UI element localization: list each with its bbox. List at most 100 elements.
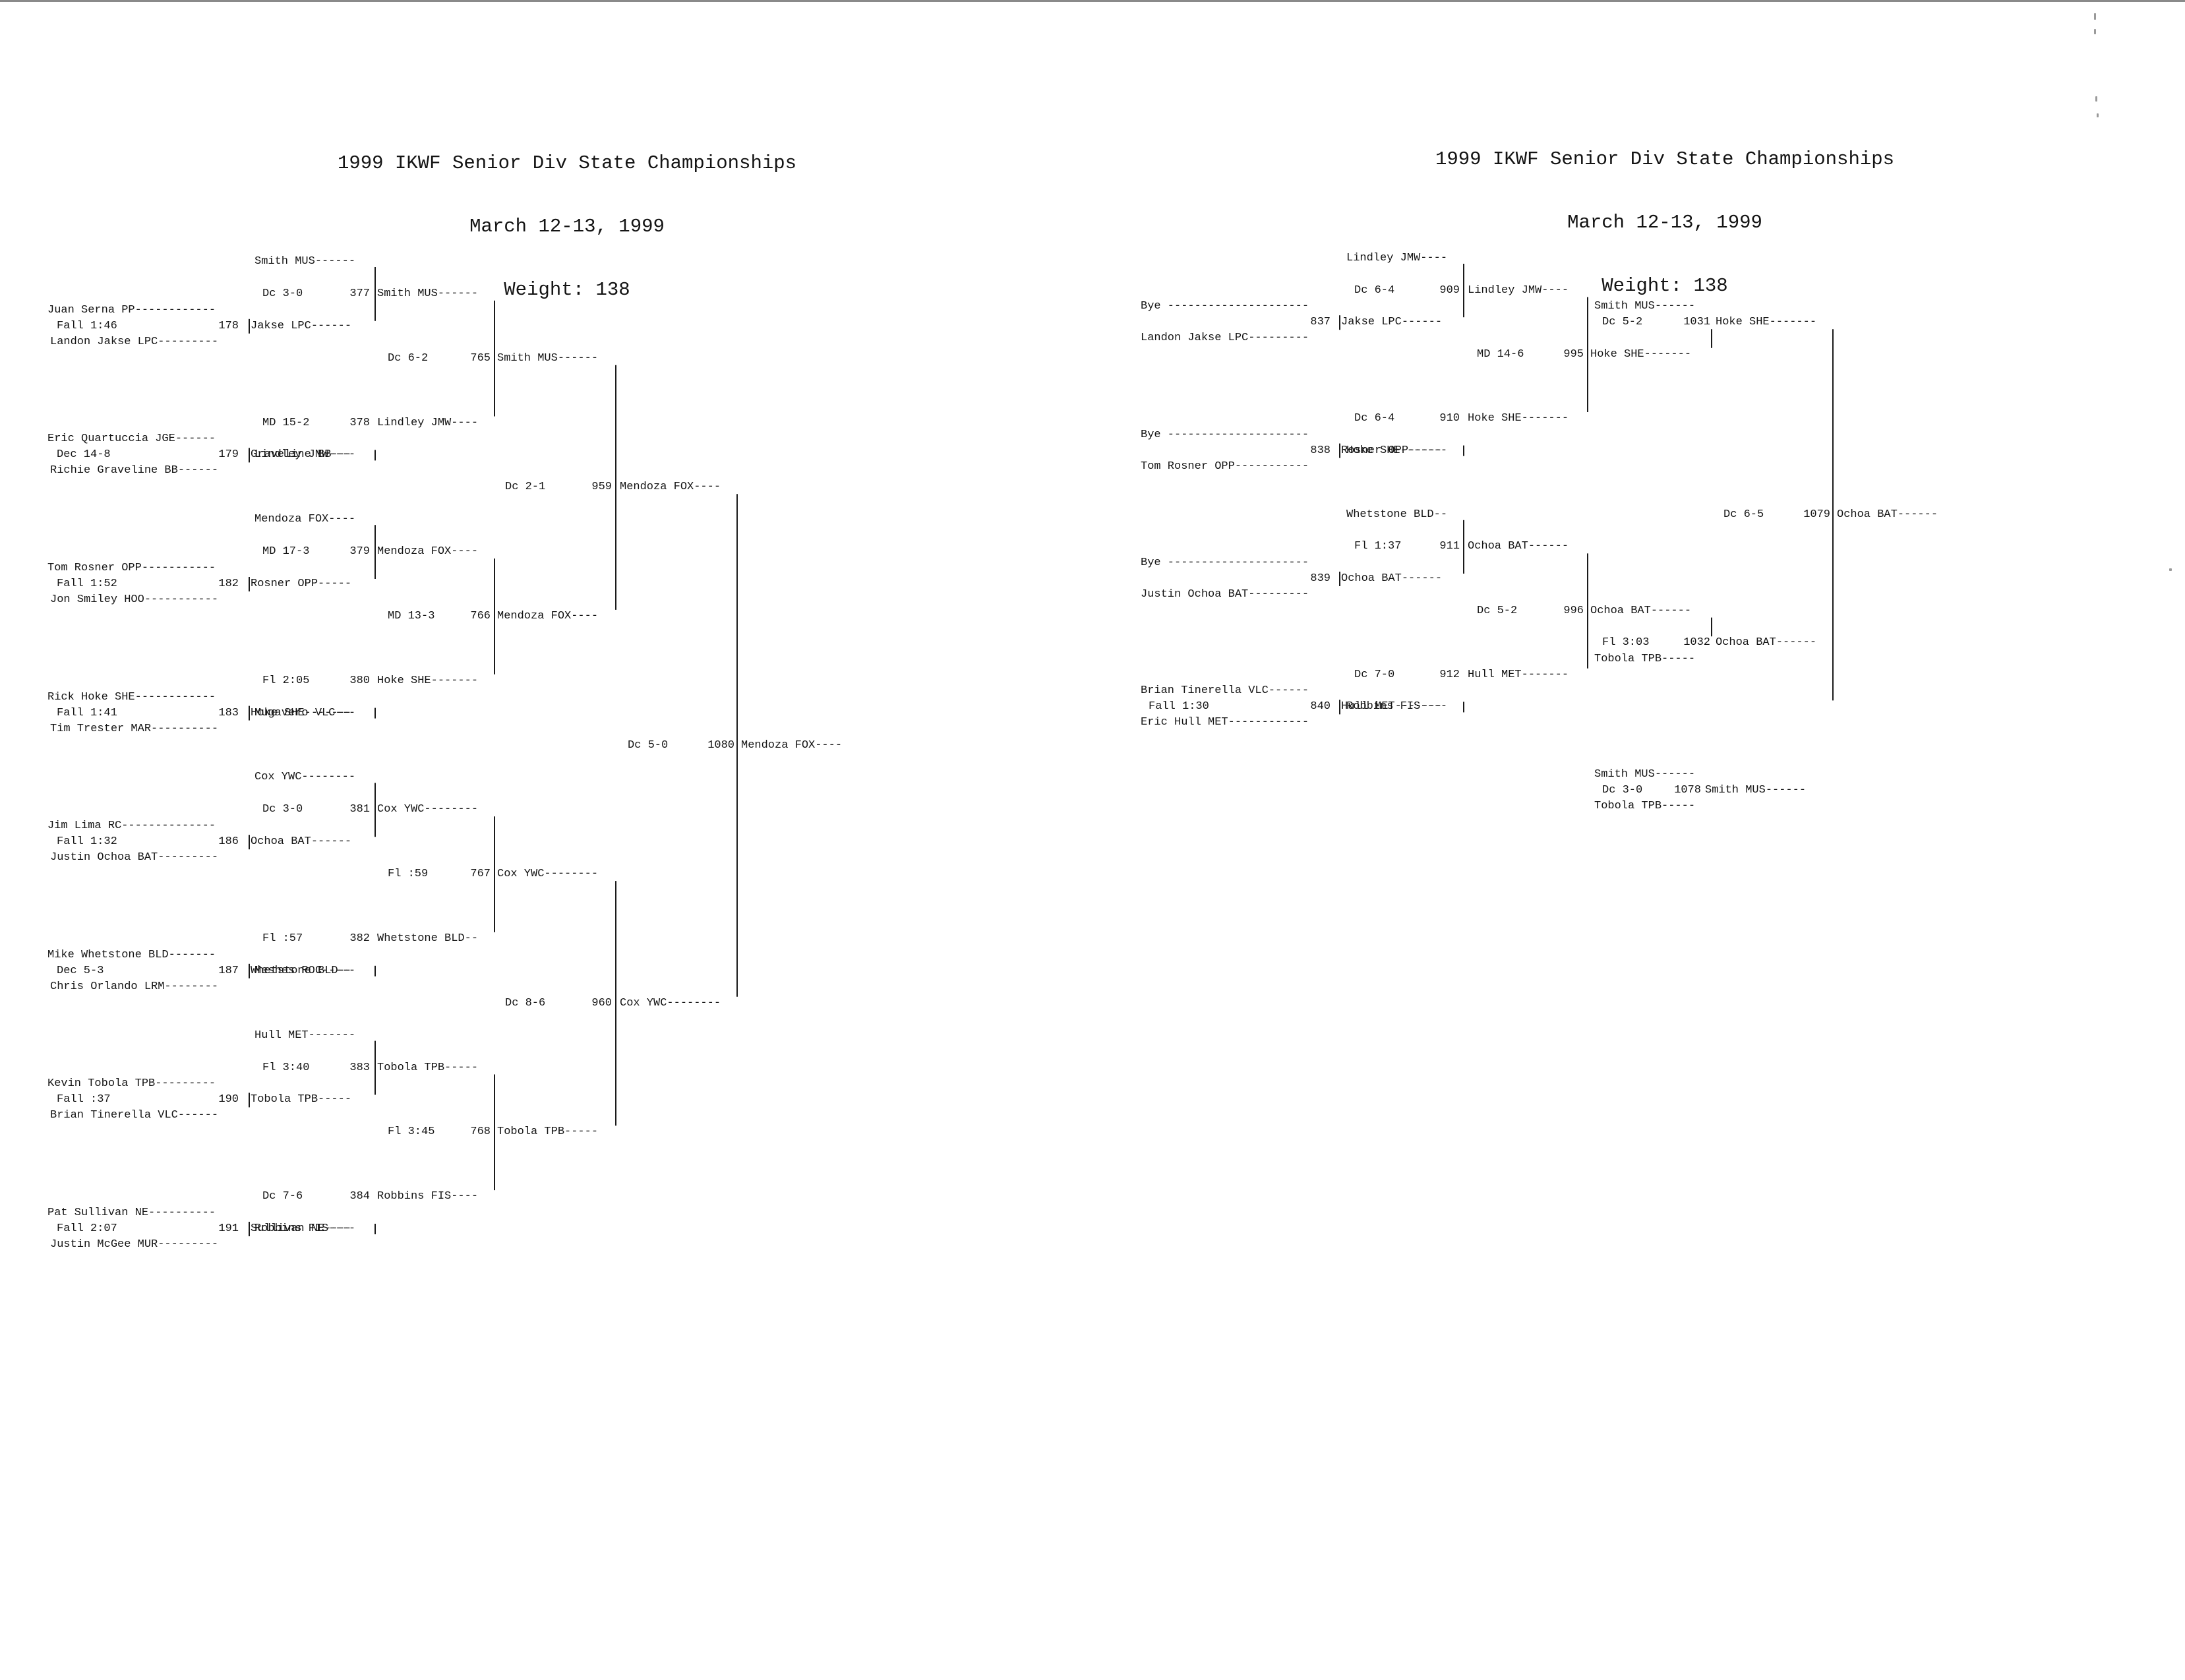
competitor-name: Mike Whetstone BLD------- — [47, 948, 216, 961]
competitor-name: Kevin Tobola TPB--------- — [47, 1077, 216, 1091]
match-winner: Rosner OPP----- — [1341, 444, 1443, 457]
seeded-competitor: Mendoza FOX---- — [254, 513, 356, 526]
seeded-competitor: Meshes ROC----- — [254, 964, 356, 977]
bout-number: 191 — [218, 1222, 239, 1235]
match-winner: Graveline BB--- — [251, 448, 352, 462]
competitor-name: Brian Tinerella VLC------ — [50, 1109, 219, 1122]
bout-number: 378 — [349, 416, 370, 429]
match-result: Dec 5-3 — [57, 964, 104, 977]
bout-number: 1079 — [1803, 508, 1830, 521]
match-result: Dc 3-0 — [262, 803, 303, 816]
match-winner: Mendoza FOX---- — [620, 481, 721, 494]
competitor-name: Bye --------------------- — [1141, 556, 1309, 569]
match-winner: Hoke SHE------- — [1590, 347, 1692, 361]
bout-number: 766 — [470, 609, 491, 622]
bout-number: 186 — [218, 835, 239, 849]
bout-number: 996 — [1563, 604, 1584, 617]
right-header: 1999 IKWF Senior Div State Championships… — [1381, 107, 1948, 318]
match-result: Dc 3-0 — [262, 287, 303, 300]
top-border — [0, 0, 2185, 2]
match-result: Dc 8-6 — [505, 996, 546, 1009]
seeded-competitor: Mugavero VLC--- — [254, 706, 356, 719]
match-winner: Lindley JMW---- — [1468, 284, 1569, 297]
bout-number: 1032 — [1683, 636, 1710, 649]
match-result: Fall 1:41 — [57, 706, 117, 719]
bout-number: 1078 — [1674, 783, 1701, 796]
match-winner: Hull MET------- — [1341, 700, 1443, 713]
left-header-dates: March 12-13, 1999 — [469, 216, 665, 237]
match-result: Fall 1:46 — [57, 319, 117, 332]
bout-number: 765 — [470, 351, 491, 365]
bout-number: 837 — [1310, 316, 1331, 329]
bout-number: 190 — [218, 1093, 239, 1106]
bout-number: 183 — [218, 706, 239, 719]
match-winner: Lindley JMW---- — [377, 416, 479, 429]
bout-number: 382 — [349, 932, 370, 945]
match-result: Dc 6-4 — [1354, 412, 1395, 425]
bout-number: 839 — [1310, 572, 1331, 585]
bout-number: 909 — [1439, 284, 1460, 297]
match-result: Dc 5-0 — [628, 738, 669, 752]
bout-number: 838 — [1310, 444, 1331, 457]
match-winner: Hoke SHE------- — [251, 706, 352, 719]
bout-number: 912 — [1439, 668, 1460, 681]
competitor-name: Tim Trester MAR---------- — [50, 722, 219, 735]
match-winner: Hull MET------- — [1468, 668, 1569, 681]
competitor-name: Landon Jakse LPC--------- — [50, 335, 219, 348]
match-winner: Cox YWC-------- — [620, 996, 721, 1009]
seeded-competitor: Robbins FIS---- — [254, 1222, 356, 1235]
match-winner: Mendoza FOX---- — [741, 738, 843, 752]
bout-number: 384 — [349, 1190, 370, 1203]
match-result: Dc 5-2 — [1477, 604, 1518, 617]
bout-number: 182 — [218, 578, 239, 590]
competitor-name: Brian Tinerella VLC------ — [1141, 684, 1309, 698]
match-result: Dc 3-0 — [1602, 783, 1643, 796]
competitor-name: Justin McGee MUR--------- — [50, 1238, 219, 1251]
match-winner: Mendoza FOX---- — [497, 609, 599, 622]
match-winner: Hoke SHE------- — [1716, 316, 1817, 329]
match-result: Fl 1:37 — [1354, 540, 1402, 553]
bout-number: 768 — [470, 1125, 491, 1139]
match-winner: Robbins FIS---- — [377, 1190, 479, 1203]
competitor-name: Chris Orlando LRM-------- — [50, 980, 219, 993]
match-winner: Jakse LPC------ — [251, 319, 352, 332]
match-winner: Tobola TPB----- — [377, 1061, 479, 1074]
match-winner: Tobola TPB----- — [251, 1093, 352, 1106]
match-result: Dc 7-0 — [1354, 668, 1395, 681]
match-winner: Hoke SHE------- — [1468, 412, 1569, 425]
seeded-competitor: Smith MUS------ — [254, 255, 356, 268]
competitor-name: Juan Serna PP------------ — [47, 303, 216, 316]
match-result: Dc 6-2 — [388, 351, 429, 365]
bout-number: 911 — [1439, 540, 1460, 553]
bout-number: 383 — [349, 1061, 370, 1074]
match-winner: Ochoa BAT------ — [251, 835, 352, 849]
match-result: MD 17-3 — [262, 545, 310, 558]
match-winner: Rosner OPP----- — [251, 578, 352, 590]
competitor-name: Eric Quartuccia JGE------ — [47, 433, 216, 446]
match-winner: Hoke SHE------- — [377, 674, 479, 687]
match-winner: Cox YWC-------- — [377, 803, 479, 816]
bout-number: 179 — [218, 448, 239, 462]
competitor-name: Bye --------------------- — [1141, 300, 1309, 313]
bout-number: 960 — [591, 996, 612, 1009]
competitor-name: Rick Hoke SHE------------ — [47, 690, 216, 704]
match-result: Fall 2:07 — [57, 1222, 117, 1235]
scan-speck — [2094, 29, 2096, 34]
seeded-competitor: Lindley JMW---- — [1346, 252, 1448, 264]
seeded-competitor: Lindley JMW---- — [254, 448, 356, 462]
match-winner: Mendoza FOX---- — [377, 545, 479, 558]
scan-speck — [2097, 113, 2099, 117]
bout-number: 959 — [591, 481, 612, 494]
match-winner: Tobola TPB----- — [497, 1125, 599, 1139]
bout-number: 1080 — [707, 738, 734, 752]
seeded-competitor: Cox YWC-------- — [254, 771, 356, 784]
match-winner: Sullivan NE---- — [251, 1222, 352, 1235]
match-result: Fall 1:30 — [1149, 700, 1209, 713]
scan-speck — [2095, 96, 2097, 102]
match-winner: Ochoa BAT------ — [1716, 636, 1817, 649]
competitor-name: Landon Jakse LPC--------- — [1141, 332, 1309, 345]
match-winner: Ochoa BAT------ — [1837, 508, 1938, 521]
competitor-name: Justin Ochoa BAT--------- — [1141, 588, 1309, 601]
seeded-competitor: Hoke SHE------- — [1346, 444, 1448, 457]
match-winner: Smith MUS------ — [497, 351, 599, 365]
